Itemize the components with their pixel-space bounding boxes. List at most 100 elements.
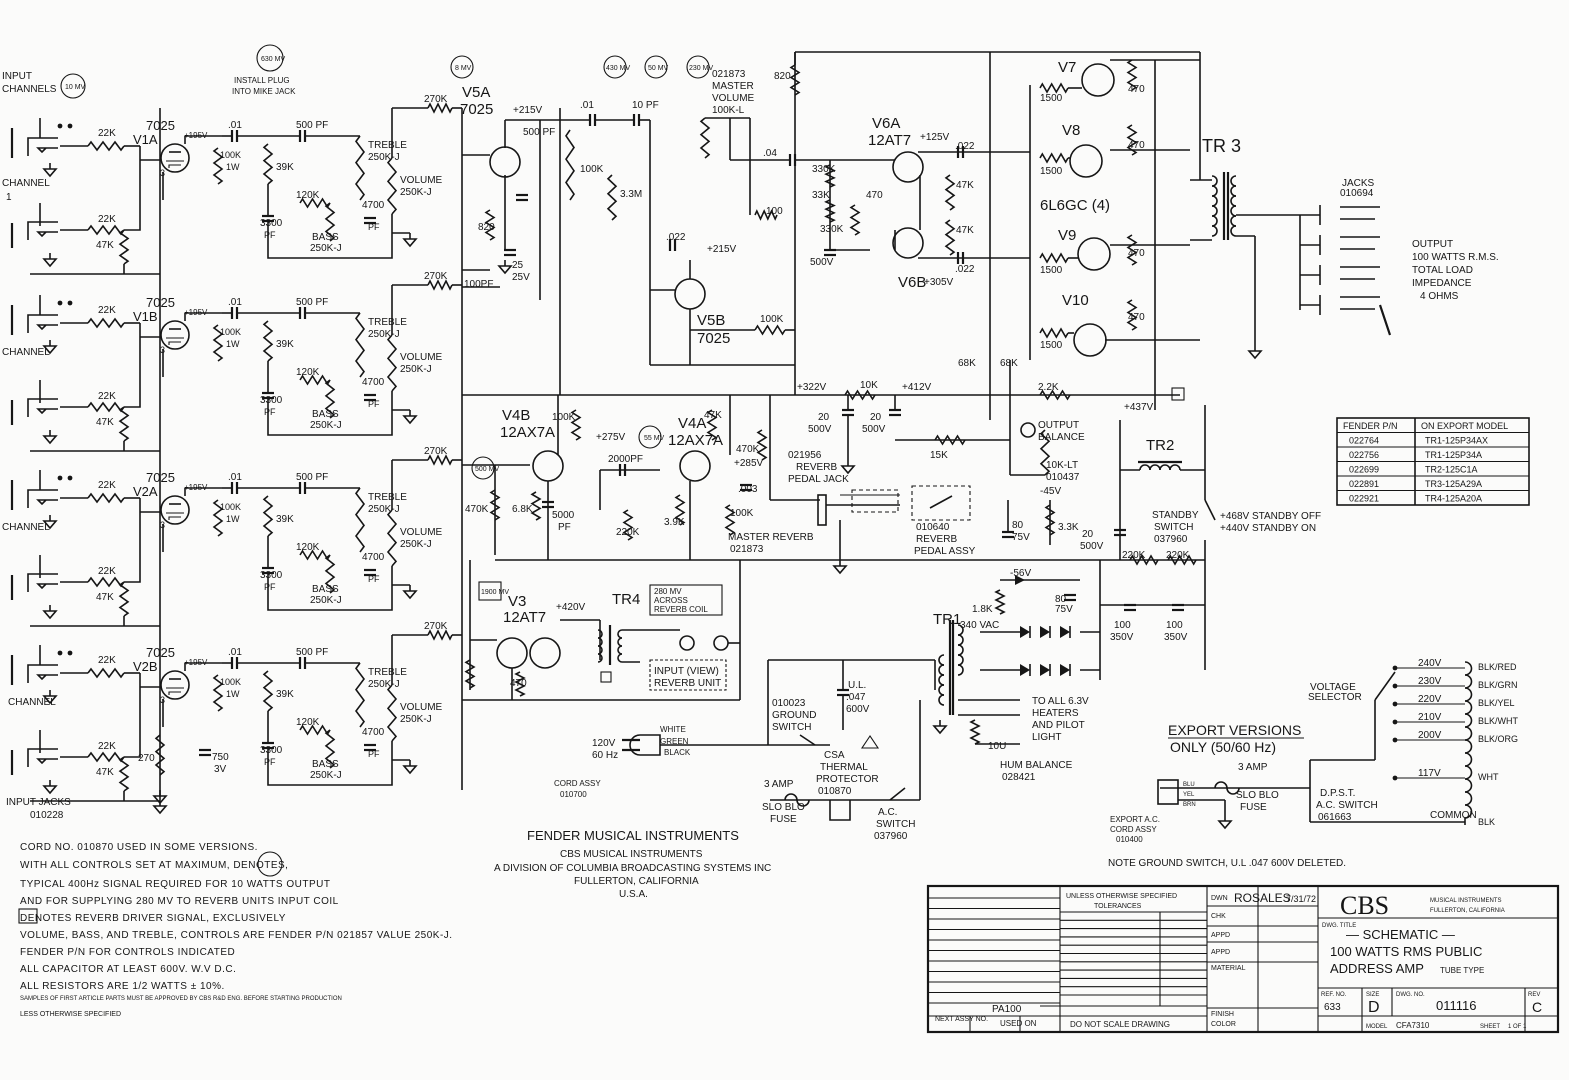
treble-label: TREBLE bbox=[368, 140, 407, 151]
tr4-secondary bbox=[617, 653, 623, 663]
v5b-tube bbox=[674, 278, 706, 310]
c-4700: 4700 bbox=[362, 377, 385, 388]
r-39k: 39K bbox=[276, 514, 294, 525]
pedal-switch bbox=[929, 495, 953, 509]
output-jacks-label: JACKS bbox=[1342, 178, 1375, 189]
output-balance-label: OUTPUT bbox=[1038, 420, 1079, 431]
resistor bbox=[1126, 124, 1138, 156]
reverb-unit-input: INPUT (VIEW) bbox=[654, 666, 719, 677]
v6a-b-plus: +125V bbox=[920, 132, 950, 143]
resistor bbox=[118, 406, 130, 442]
v4b-type: 12AX7A bbox=[500, 424, 555, 441]
grid-r-3: 470 bbox=[1128, 248, 1145, 259]
note-5: DENOTES REVERB DRIVER SIGNAL, EXCLUSIVEL… bbox=[20, 913, 286, 924]
c-75v-1: 75V bbox=[1012, 532, 1030, 543]
reverb-jack-label-2: PEDAL JACK bbox=[788, 474, 849, 485]
resistor bbox=[386, 509, 398, 567]
tube-name: V2B bbox=[133, 659, 158, 674]
install-mv: 630 MV bbox=[261, 56, 285, 63]
csa-mark bbox=[860, 735, 880, 749]
export-primary-coil bbox=[1464, 752, 1473, 767]
reverb-pedal-jack bbox=[817, 494, 827, 526]
tb-ref-label: REF. NO. bbox=[1321, 992, 1347, 998]
v3-tube-a bbox=[496, 637, 528, 669]
note-4: AND FOR SUPPLYING 280 MV TO REVERB UNITS… bbox=[20, 896, 339, 907]
pedal-assy-pn: 010640 bbox=[916, 522, 950, 533]
standby-label: STANDBY bbox=[1152, 510, 1199, 521]
wire-green: GREEN bbox=[660, 737, 689, 746]
master-reverb-pn: 021873 bbox=[730, 544, 764, 555]
export-primary-coil bbox=[1464, 661, 1473, 676]
note-level-marker bbox=[257, 851, 283, 877]
resistor bbox=[824, 199, 836, 223]
tube-envelope bbox=[160, 320, 190, 350]
r-22k-a: 22K bbox=[98, 128, 116, 139]
c-01-mixer: .01 bbox=[580, 100, 594, 111]
resistor bbox=[724, 504, 736, 536]
tb-drawn-date: 7/31/72 bbox=[1286, 894, 1316, 904]
ref-box-a2 bbox=[600, 671, 612, 683]
v5a-coupling: 100PF bbox=[464, 279, 493, 290]
v3-level: 1900 MV bbox=[481, 589, 509, 596]
maker-line-5: U.S.A. bbox=[619, 889, 648, 900]
junction bbox=[1392, 665, 1398, 671]
output-jack bbox=[1378, 304, 1392, 336]
resistor bbox=[354, 135, 366, 201]
thermal-pn: 010870 bbox=[818, 786, 852, 797]
c-750: 750 bbox=[212, 752, 229, 763]
table-header: ON EXPORT MODEL bbox=[1421, 421, 1508, 431]
resistor bbox=[386, 684, 398, 742]
resistor bbox=[354, 487, 366, 553]
junction bbox=[57, 123, 63, 129]
hum-pn: 028421 bbox=[1002, 772, 1036, 783]
tb-sheet: 1 OF 1 bbox=[1508, 1024, 1527, 1030]
jack-tip bbox=[36, 674, 58, 681]
wire-blu: BLU bbox=[1183, 782, 1195, 788]
c-4700-unit: PF bbox=[368, 749, 380, 759]
r-3-3m-mixer: 3.3M bbox=[620, 189, 642, 200]
output-line-1: OUTPUT bbox=[1412, 239, 1453, 250]
pedal-assy-label: REVERB bbox=[916, 534, 957, 545]
dpst-label: D.P.S.T. bbox=[1320, 788, 1355, 799]
junction bbox=[1392, 775, 1398, 781]
wire-brn: BRN bbox=[1183, 802, 1196, 808]
tr1-secondary-coil bbox=[957, 654, 964, 666]
jack-sleeve bbox=[27, 489, 58, 508]
channel-4-label: CHANNEL bbox=[8, 697, 56, 708]
resistor bbox=[87, 667, 125, 679]
reverb-unit-label: REVERB UNIT bbox=[654, 678, 721, 689]
note-reverb-box bbox=[18, 908, 38, 924]
tb-dwg-no: 011116 bbox=[1436, 998, 1477, 1013]
screen-r-3: 1500 bbox=[1040, 265, 1063, 276]
v4b-plate-r: 100K bbox=[552, 412, 576, 423]
v5a-label: V5A bbox=[462, 84, 490, 101]
standby-on: +440V STANDBY ON bbox=[1220, 523, 1316, 534]
screen-r-1: 1500 bbox=[1040, 93, 1063, 104]
ground-symbol bbox=[832, 565, 848, 575]
install-marker bbox=[256, 44, 284, 72]
master-reverb-label: MASTER REVERB bbox=[728, 532, 814, 543]
tb-rev-label: REV bbox=[1528, 992, 1540, 998]
table-cell-pn: 022756 bbox=[1349, 450, 1379, 460]
tb-material: MATERIAL bbox=[1211, 965, 1246, 972]
output-line-5: 4 OHMS bbox=[1420, 291, 1459, 302]
main-fuse bbox=[784, 793, 810, 807]
mixer-level-2: 50 MV bbox=[648, 65, 669, 72]
v4a-cathode-r: 3.9K bbox=[664, 517, 685, 528]
tube-envelope bbox=[160, 143, 190, 173]
title-block-frame bbox=[926, 884, 1560, 1034]
export-primary-coil bbox=[1464, 739, 1473, 754]
resistor bbox=[386, 334, 398, 392]
resistor bbox=[87, 317, 125, 329]
v5b-b-plus: +215V bbox=[707, 244, 737, 255]
resistor bbox=[262, 143, 274, 185]
resistor bbox=[118, 756, 130, 792]
junction bbox=[1392, 683, 1398, 689]
tb-drawn-by: ROSALES bbox=[1234, 891, 1291, 905]
v10-label: V10 bbox=[1062, 292, 1089, 309]
volume-pot: 250K-J bbox=[400, 539, 432, 550]
r-47k: 47K bbox=[96, 767, 114, 778]
resistor bbox=[1039, 327, 1069, 339]
reverb-and-bias: +322V 10K +412V 2.2K +437V 68K 68K 20 50… bbox=[465, 358, 1321, 691]
